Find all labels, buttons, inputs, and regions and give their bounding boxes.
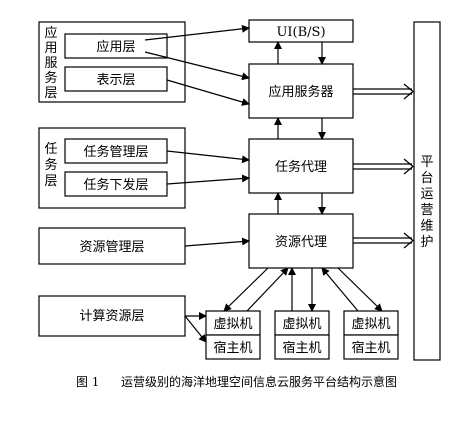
platform-ops-char: 维 [420, 219, 433, 234]
app-service-layer-char: 服 [44, 56, 57, 71]
task-management-layer-box [64, 138, 168, 164]
platform-ops-char: 运 [420, 187, 433, 202]
arrow-task-mgmt-to-agent [166, 150, 250, 164]
figure-number: 图 1 [75, 375, 100, 389]
task-layer-char: 层 [44, 174, 57, 189]
arrow-resource-mgmt-to-agent [184, 237, 250, 247]
app-server-label: 应用服务器 [268, 84, 333, 100]
application-layer-box [64, 33, 168, 59]
task-layer-char: 任 [44, 142, 57, 157]
host-label: 宿主机 [351, 340, 390, 356]
vm-host-pair: 虚拟机 宿主机 [274, 310, 330, 360]
host-label: 宿主机 [213, 340, 252, 356]
arrow-vm-3-to-agent [321, 267, 359, 312]
vm-label: 虚拟机 [213, 317, 252, 332]
app-service-layer-char: 层 [44, 86, 57, 101]
vm-box [274, 310, 330, 336]
app-service-layer-char: 应 [44, 25, 57, 41]
task-agent-box [248, 138, 354, 194]
arrow-task-to-ops [353, 158, 414, 175]
arrow-presentation-to-server [166, 79, 250, 106]
task-management-layer-label: 任务管理层 [83, 144, 148, 160]
resource-management-layer-label: 资源管理层 [79, 240, 144, 255]
arrow-agent-to-vm-3 [337, 267, 383, 312]
figure-caption: 图 1 运营级别的海洋地理空间信息云服务平台结构示意图 [0, 373, 473, 390]
app-service-layer-char: 务 [44, 70, 57, 86]
task-dispatch-layer-label: 任务下发层 [83, 177, 148, 193]
vm-host-pair: 虚拟机 宿主机 [205, 310, 261, 360]
platform-ops-char: 营 [420, 203, 433, 218]
arrow-compute-to-host [184, 315, 207, 343]
presentation-layer-box [64, 66, 168, 92]
app-service-layer-group: 应 用 服 务 层 应用层 表示层 [38, 21, 186, 103]
resource-agent-box [248, 213, 354, 269]
host-label: 宿主机 [282, 340, 321, 356]
task-dispatch-layer-box [64, 171, 168, 197]
platform-ops-char: 护 [420, 235, 433, 250]
task-layer-char: 务 [44, 157, 57, 173]
app-server-box [248, 63, 354, 119]
presentation-layer-label: 表示层 [96, 73, 135, 88]
vm-label: 虚拟机 [282, 317, 321, 332]
resource-management-layer-box [38, 227, 186, 265]
figure-title: 运营级别的海洋地理空间信息云服务平台结构示意图 [121, 375, 398, 389]
resource-agent-label: 资源代理 [275, 235, 327, 250]
arrow-agent-to-vm-1 [223, 267, 269, 312]
host-box [274, 334, 330, 360]
arrow-server-to-ops [353, 83, 414, 100]
vm-host-pair: 虚拟机 宿主机 [343, 310, 399, 360]
arrow-task-dispatch-to-agent [166, 174, 250, 185]
host-box [205, 334, 261, 360]
host-box [343, 334, 399, 360]
arrow-resource-to-ops [353, 232, 414, 249]
application-layer-label: 应用层 [96, 39, 135, 55]
vm-box [343, 310, 399, 336]
vm-label: 虚拟机 [351, 317, 390, 332]
compute-resource-layer-label: 计算资源层 [79, 309, 144, 324]
arrow-application-to-server [144, 51, 250, 81]
task-layer-group: 任 务 层 任务管理层 任务下发层 [38, 127, 186, 209]
ui-bs-label: UI(B/S) [276, 25, 325, 40]
vm-box [205, 310, 261, 336]
platform-ops-char: 台 [420, 171, 433, 186]
platform-ops-char: 平 [420, 155, 433, 170]
platform-ops-box [413, 21, 441, 361]
task-agent-label: 任务代理 [275, 159, 327, 175]
compute-resource-layer-box [38, 295, 186, 337]
arrow-application-to-ui [144, 24, 250, 41]
app-service-layer-char: 用 [44, 41, 57, 56]
arrow-vm-1-to-agent [246, 267, 289, 312]
